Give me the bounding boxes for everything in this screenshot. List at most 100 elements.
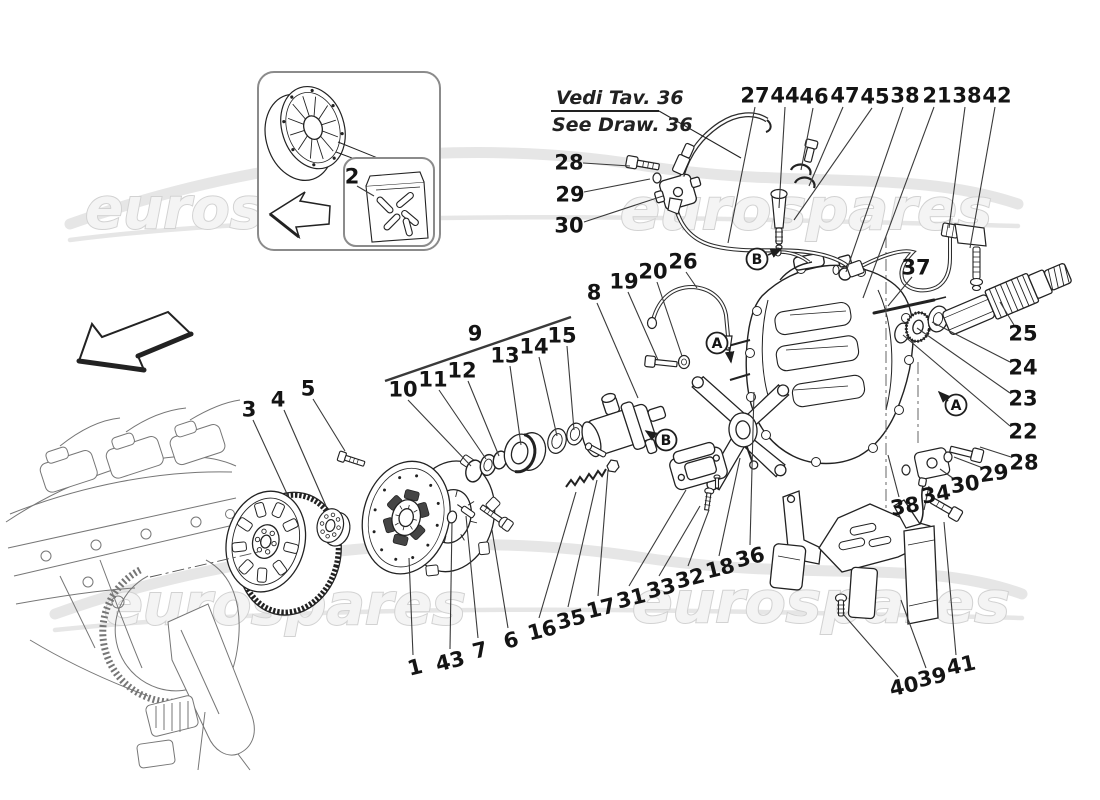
plug-35 [606, 459, 620, 473]
leader-40 [842, 613, 899, 678]
leader-lines [252, 106, 1015, 678]
coil-pack [39, 446, 98, 493]
callout-28: 28 [1009, 450, 1038, 474]
leader-45 [793, 107, 873, 221]
leader-27 [727, 106, 756, 244]
callout-38: 38 [890, 83, 919, 107]
callout-43: 43 [433, 646, 467, 676]
callout-38: 38 [889, 492, 922, 521]
note-line-italian: Vedi Tav. 36 [556, 87, 684, 109]
leader-14 [538, 356, 558, 437]
leader-26 [685, 271, 698, 289]
callout-29: 29 [978, 459, 1010, 487]
leader-6 [491, 529, 509, 629]
marker-letter-A: A [712, 336, 723, 352]
leader-29 [953, 456, 984, 469]
screw-46 [803, 138, 819, 163]
leader-42 [969, 106, 996, 249]
callout-15: 15 [547, 323, 576, 347]
marker-letter-B: B [661, 433, 672, 449]
spacer-disc [316, 508, 351, 547]
leader-12 [467, 380, 500, 457]
callout-8: 8 [587, 280, 602, 304]
marker-arrow-icon [724, 346, 735, 364]
callout-42: 42 [982, 83, 1011, 107]
leader-23 [916, 327, 1011, 394]
leader-16 [538, 491, 577, 619]
washer-29 [652, 172, 662, 184]
callout-3: 3 [242, 397, 257, 421]
callout-29: 29 [555, 182, 584, 206]
leader-24 [931, 321, 1011, 363]
rings-14-15 [547, 422, 584, 454]
union-20 [677, 354, 691, 370]
mount-bracket [769, 490, 964, 625]
pin-7 [457, 504, 476, 519]
sensor [669, 441, 728, 491]
bolt-bag [365, 171, 429, 243]
callout-9: 9 [468, 321, 483, 345]
callout-4: 4 [271, 387, 286, 411]
leader-37 [887, 276, 913, 307]
callout-13: 13 [490, 343, 519, 367]
callout-20: 20 [638, 259, 667, 283]
leader-36 [749, 391, 755, 546]
callout-10: 10 [388, 377, 417, 401]
bolt-19 [644, 355, 678, 368]
leader-39 [900, 599, 927, 669]
watermark-text-4: eurospares [632, 570, 1010, 636]
callout-41: 41 [944, 651, 978, 681]
leader-38 [845, 106, 904, 273]
pressure-plate-inset [264, 85, 346, 181]
note-line-english: See Draw. 36 [552, 114, 693, 136]
callout-47: 47 [830, 83, 859, 107]
release-sleeve [581, 392, 667, 458]
marker-arrow-icon [767, 248, 783, 258]
marker-letter-A: A [951, 398, 962, 414]
callout-14: 14 [519, 334, 548, 358]
callout-30: 30 [554, 213, 583, 237]
callout-5: 5 [301, 376, 316, 400]
callout-44: 44 [770, 83, 799, 107]
callout-2: 2 [345, 164, 360, 188]
centerlines [149, 236, 919, 578]
leader-32 [687, 509, 710, 567]
leader-30 [939, 468, 955, 480]
spring-16 [565, 468, 607, 488]
bolt-6 [479, 504, 514, 532]
leader-1 [408, 557, 414, 656]
leader-31 [628, 489, 687, 587]
leader-19 [627, 291, 659, 361]
leader-44 [778, 106, 786, 209]
callout-28: 28 [554, 150, 583, 174]
bolt-41 [929, 497, 964, 522]
flywheel [225, 490, 342, 616]
leader-10 [407, 399, 472, 467]
junction-block-30 [654, 173, 702, 211]
leader-33 [658, 505, 701, 577]
direction-arrow-icon [76, 310, 194, 373]
leader-41 [943, 521, 957, 656]
marker-arrow-icon [644, 430, 658, 441]
leader-43 [449, 521, 453, 650]
callout-1: 1 [405, 654, 425, 681]
pin-17 [584, 442, 607, 458]
leader-18 [718, 457, 741, 557]
input-shaft [894, 263, 1072, 344]
callout-26: 26 [668, 249, 697, 273]
leader-29 [583, 178, 651, 193]
leader-25 [999, 301, 1015, 326]
callout-12: 12 [447, 358, 476, 382]
hose-to-draw-36 [671, 112, 772, 177]
washer-43 [446, 510, 458, 524]
callout-39: 39 [915, 663, 949, 693]
leader-8 [596, 302, 639, 399]
callout-11: 11 [418, 367, 447, 391]
bolt-40 [834, 593, 848, 617]
callout-23: 23 [1008, 386, 1037, 410]
callout-24: 24 [1008, 355, 1037, 379]
